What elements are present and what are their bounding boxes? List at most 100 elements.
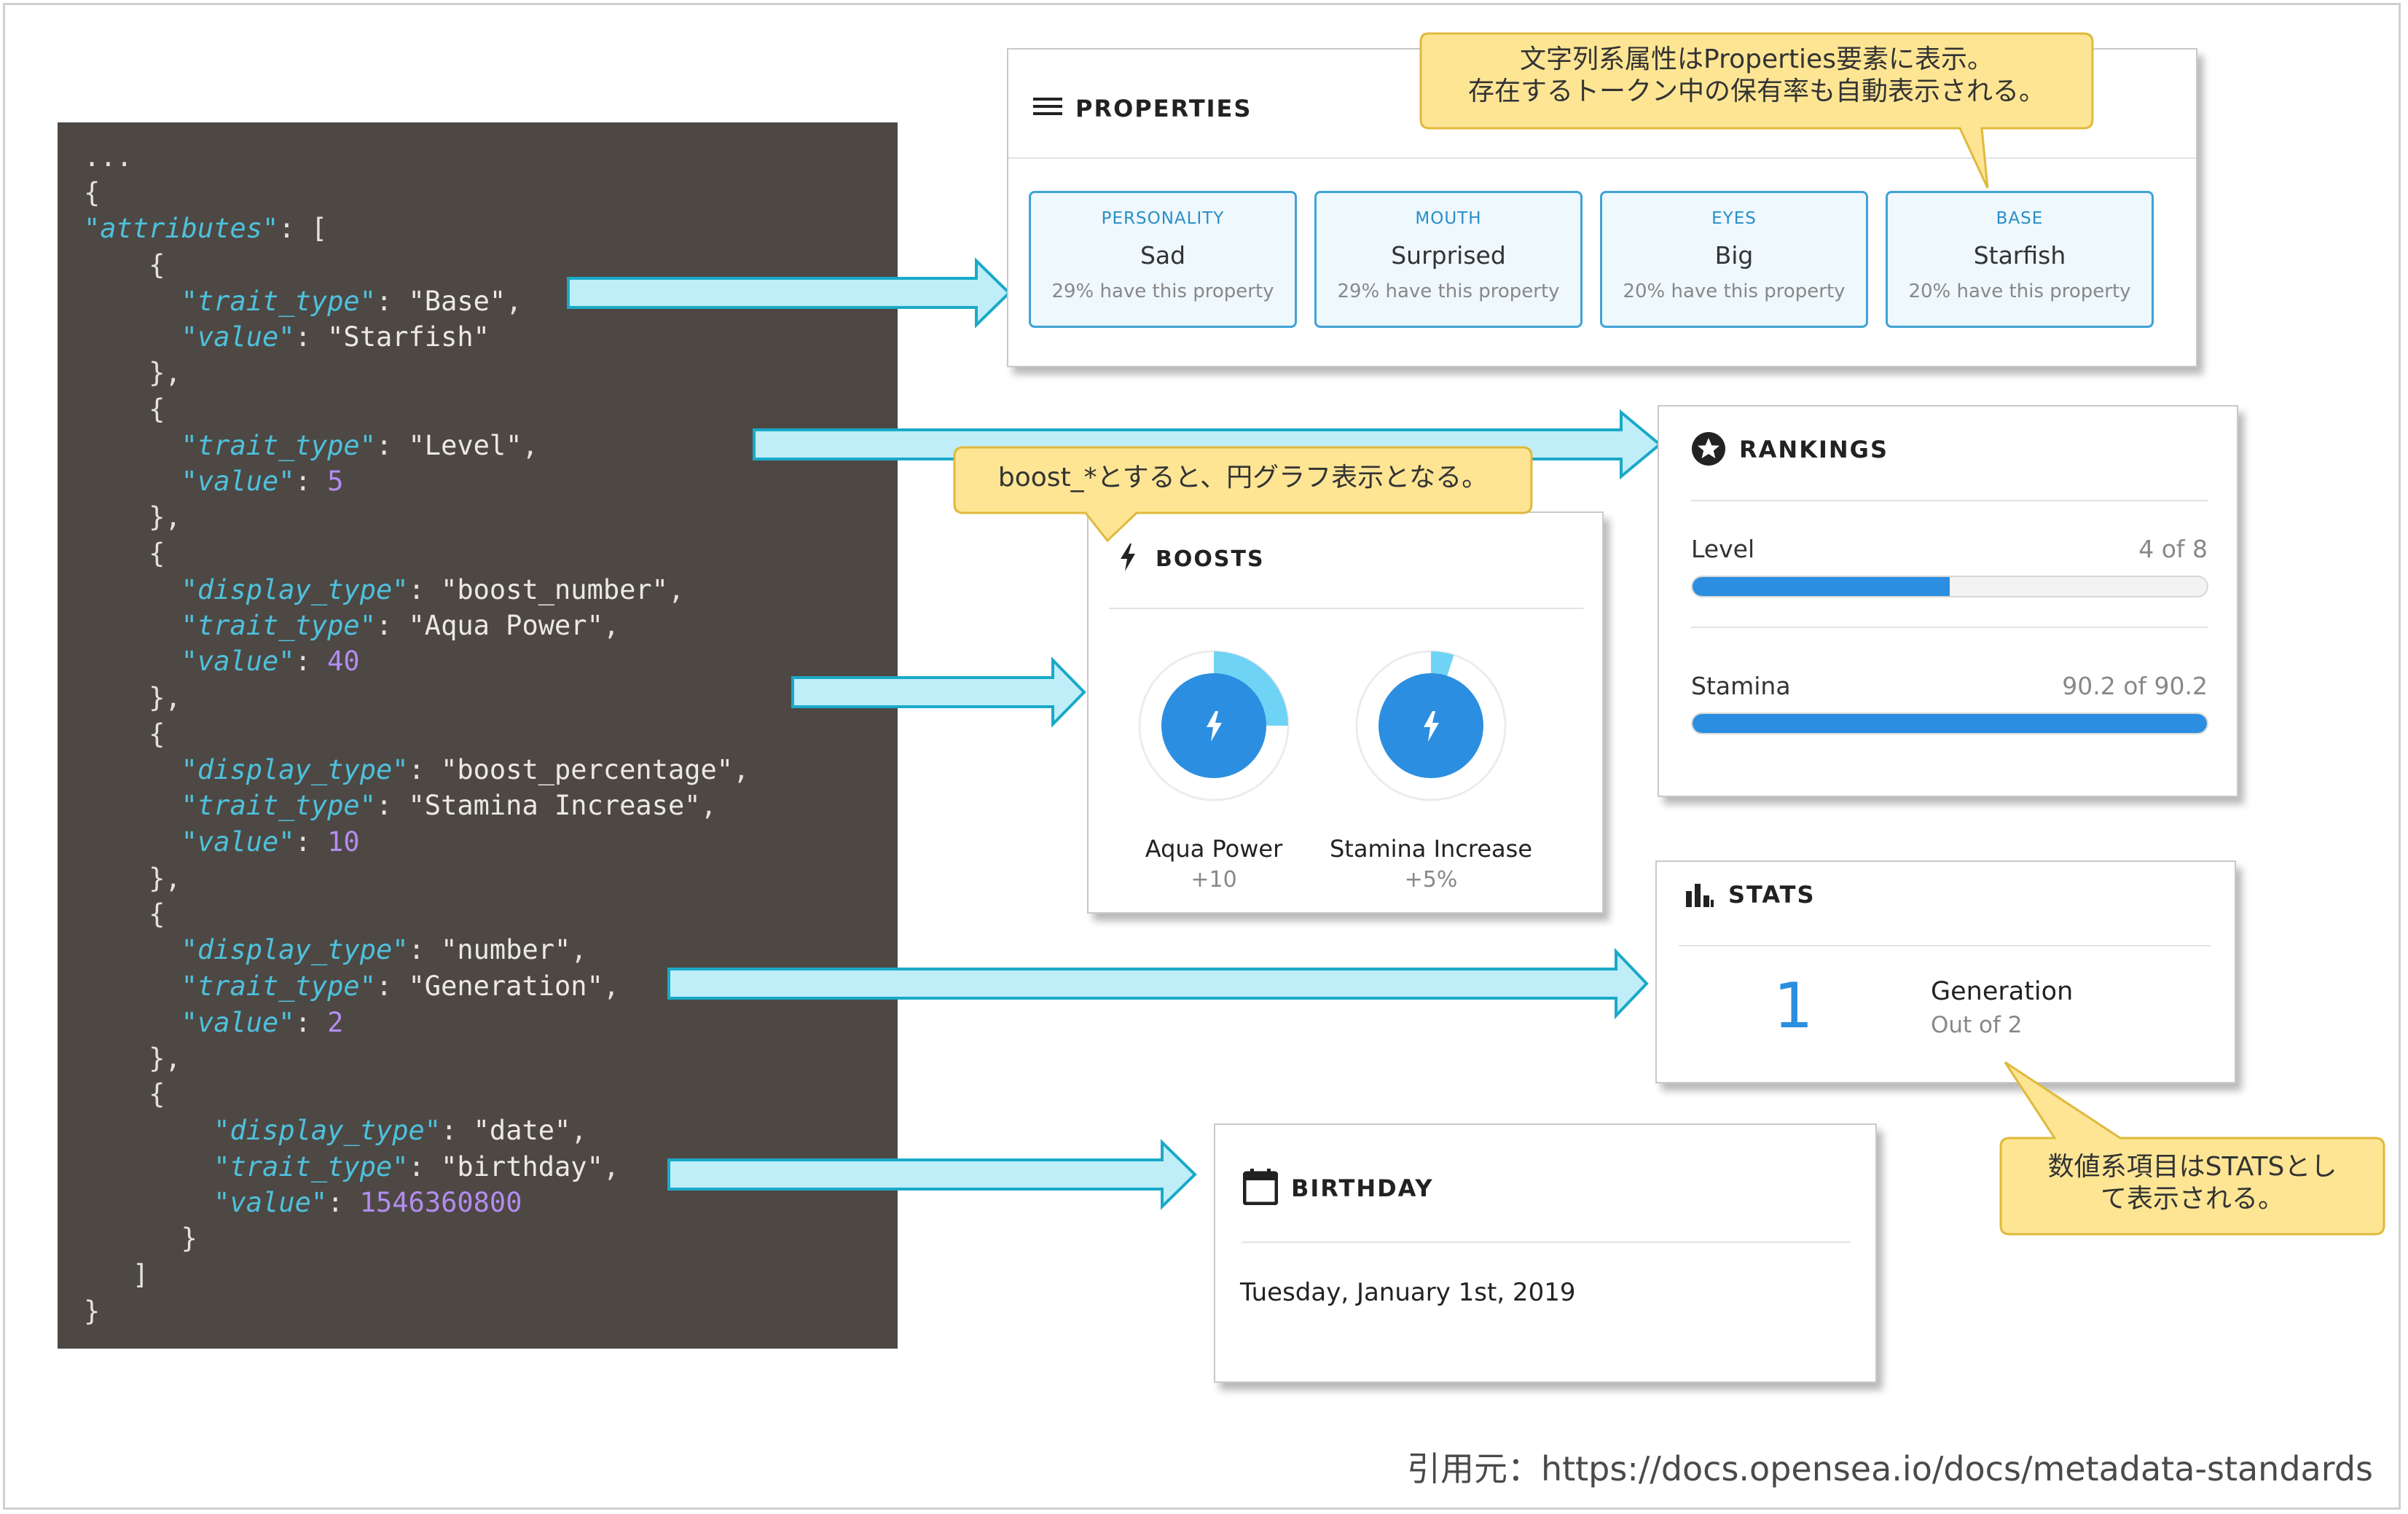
ranking-progress-bar: [1691, 713, 2208, 734]
code-token: },: [84, 863, 181, 894]
ranking-label: Stamina: [1691, 672, 1791, 700]
code-token: "display_type": [181, 754, 409, 785]
code-token: },: [84, 357, 181, 388]
ranking-value: 4 of 8: [2138, 535, 2208, 563]
code-token: ,: [667, 574, 685, 605]
code-line: ]: [84, 1259, 149, 1291]
code-token: [84, 466, 181, 497]
property-type: PERSONALITY: [1101, 209, 1225, 228]
code-line: },: [84, 357, 181, 389]
lightning-icon: [1119, 544, 1137, 574]
code-line: {: [84, 718, 165, 750]
code-line: },: [84, 682, 181, 714]
code-token: [84, 1187, 213, 1218]
code-line: {: [84, 898, 165, 930]
code-token: :: [408, 934, 442, 965]
boost-donut: [1355, 650, 1507, 801]
code-line: "display_type": "number",: [84, 934, 587, 966]
code-line: },: [84, 1043, 181, 1075]
code-token: "trait_type": [181, 286, 376, 317]
code-line: "trait_type": "Aqua Power",: [84, 610, 619, 642]
calendar-icon: [1242, 1169, 1279, 1208]
code-token: ...: [84, 141, 133, 173]
code-token: ,: [700, 790, 717, 821]
ranking-progress-fill: [1693, 714, 2207, 733]
properties-title: PROPERTIES: [1075, 95, 1252, 122]
code-token: [84, 970, 181, 1002]
code-line: "display_type": "date",: [84, 1115, 587, 1147]
star-icon: [1691, 431, 1726, 469]
boosts-title: BOOSTS: [1156, 546, 1265, 572]
birthday-card: BIRTHDAY Tuesday, January 1st, 2019: [1214, 1123, 1877, 1383]
ranking-label: Level: [1691, 535, 1755, 563]
code-line: "value": 40: [84, 646, 360, 678]
code-token: :: [294, 646, 328, 677]
code-token: :: [327, 1187, 360, 1218]
code-token: "trait_type": [213, 1151, 409, 1182]
code-token: ,: [603, 970, 620, 1002]
boost-lightning-icon: [1207, 711, 1222, 742]
code-token: :: [294, 466, 328, 497]
birthday-title: BIRTHDAY: [1291, 1174, 1434, 1202]
code-token: "value": [213, 1187, 328, 1218]
code-token: :: [441, 1115, 474, 1146]
code-line: "value": 2: [84, 1007, 344, 1039]
json-code-panel: ...{"attributes": [ { "trait_type": "Bas…: [58, 122, 898, 1349]
code-token: ,: [570, 934, 587, 965]
rankings-divider-top: [1691, 500, 2208, 501]
properties-divider: [1008, 157, 2196, 159]
code-token: "trait_type": [181, 970, 376, 1002]
code-token: 5: [327, 466, 344, 497]
code-line: "trait_type": "Level",: [84, 430, 538, 462]
code-token: [84, 574, 181, 605]
code-token: [84, 610, 181, 641]
code-line: "display_type": "boost_number",: [84, 574, 685, 606]
property-rarity: 29% have this property: [1337, 281, 1560, 302]
callout-properties-line-1: 文字列系属性はProperties要素に表示。: [1520, 44, 1993, 74]
code-token: [84, 934, 181, 965]
boost-value: +5%: [1404, 867, 1458, 893]
code-token: :: [375, 610, 409, 641]
code-token: "display_type": [181, 574, 409, 605]
code-token: : [: [278, 213, 328, 244]
code-token: "display_type": [213, 1115, 442, 1146]
code-token: {: [84, 393, 165, 425]
stats-title: STATS: [1728, 881, 1816, 909]
code-token: [84, 1151, 213, 1182]
code-token: [84, 1007, 181, 1038]
code-token: :: [294, 826, 328, 858]
code-token: {: [84, 177, 101, 208]
code-token: {: [84, 538, 165, 569]
code-token: "Aqua Power": [408, 610, 603, 641]
code-token: :: [408, 1151, 442, 1182]
property-rarity: 20% have this property: [1908, 281, 2131, 302]
code-line: },: [84, 501, 181, 533]
bar-chart-icon: [1686, 881, 1714, 910]
code-token: "boost_number": [441, 574, 668, 605]
callout-stats-text: 数値系項目はSTATSとし て表示される。: [2001, 1151, 2384, 1215]
code-token: 1546360800: [359, 1187, 522, 1218]
rankings-title: RANKINGS: [1739, 436, 1889, 463]
stat-name: Generation: [1931, 977, 2074, 1006]
boost-donut: [1138, 650, 1290, 801]
property-value: Sad: [1140, 241, 1186, 270]
code-token: "boost_percentage": [441, 754, 734, 785]
code-line: "value": 5: [84, 466, 344, 498]
code-line: {: [84, 1078, 165, 1110]
code-token: "value": [181, 1007, 295, 1038]
code-token: :: [375, 970, 409, 1002]
code-token: {: [84, 898, 165, 930]
code-token: "value": [181, 466, 295, 497]
code-token: "Stamina Increase": [408, 790, 701, 821]
ranking-divider: [1691, 627, 2208, 628]
code-line: "attributes": [: [84, 213, 327, 245]
code-token: [84, 1115, 213, 1146]
boost-value: +10: [1191, 867, 1237, 893]
code-line: }: [84, 1295, 100, 1327]
